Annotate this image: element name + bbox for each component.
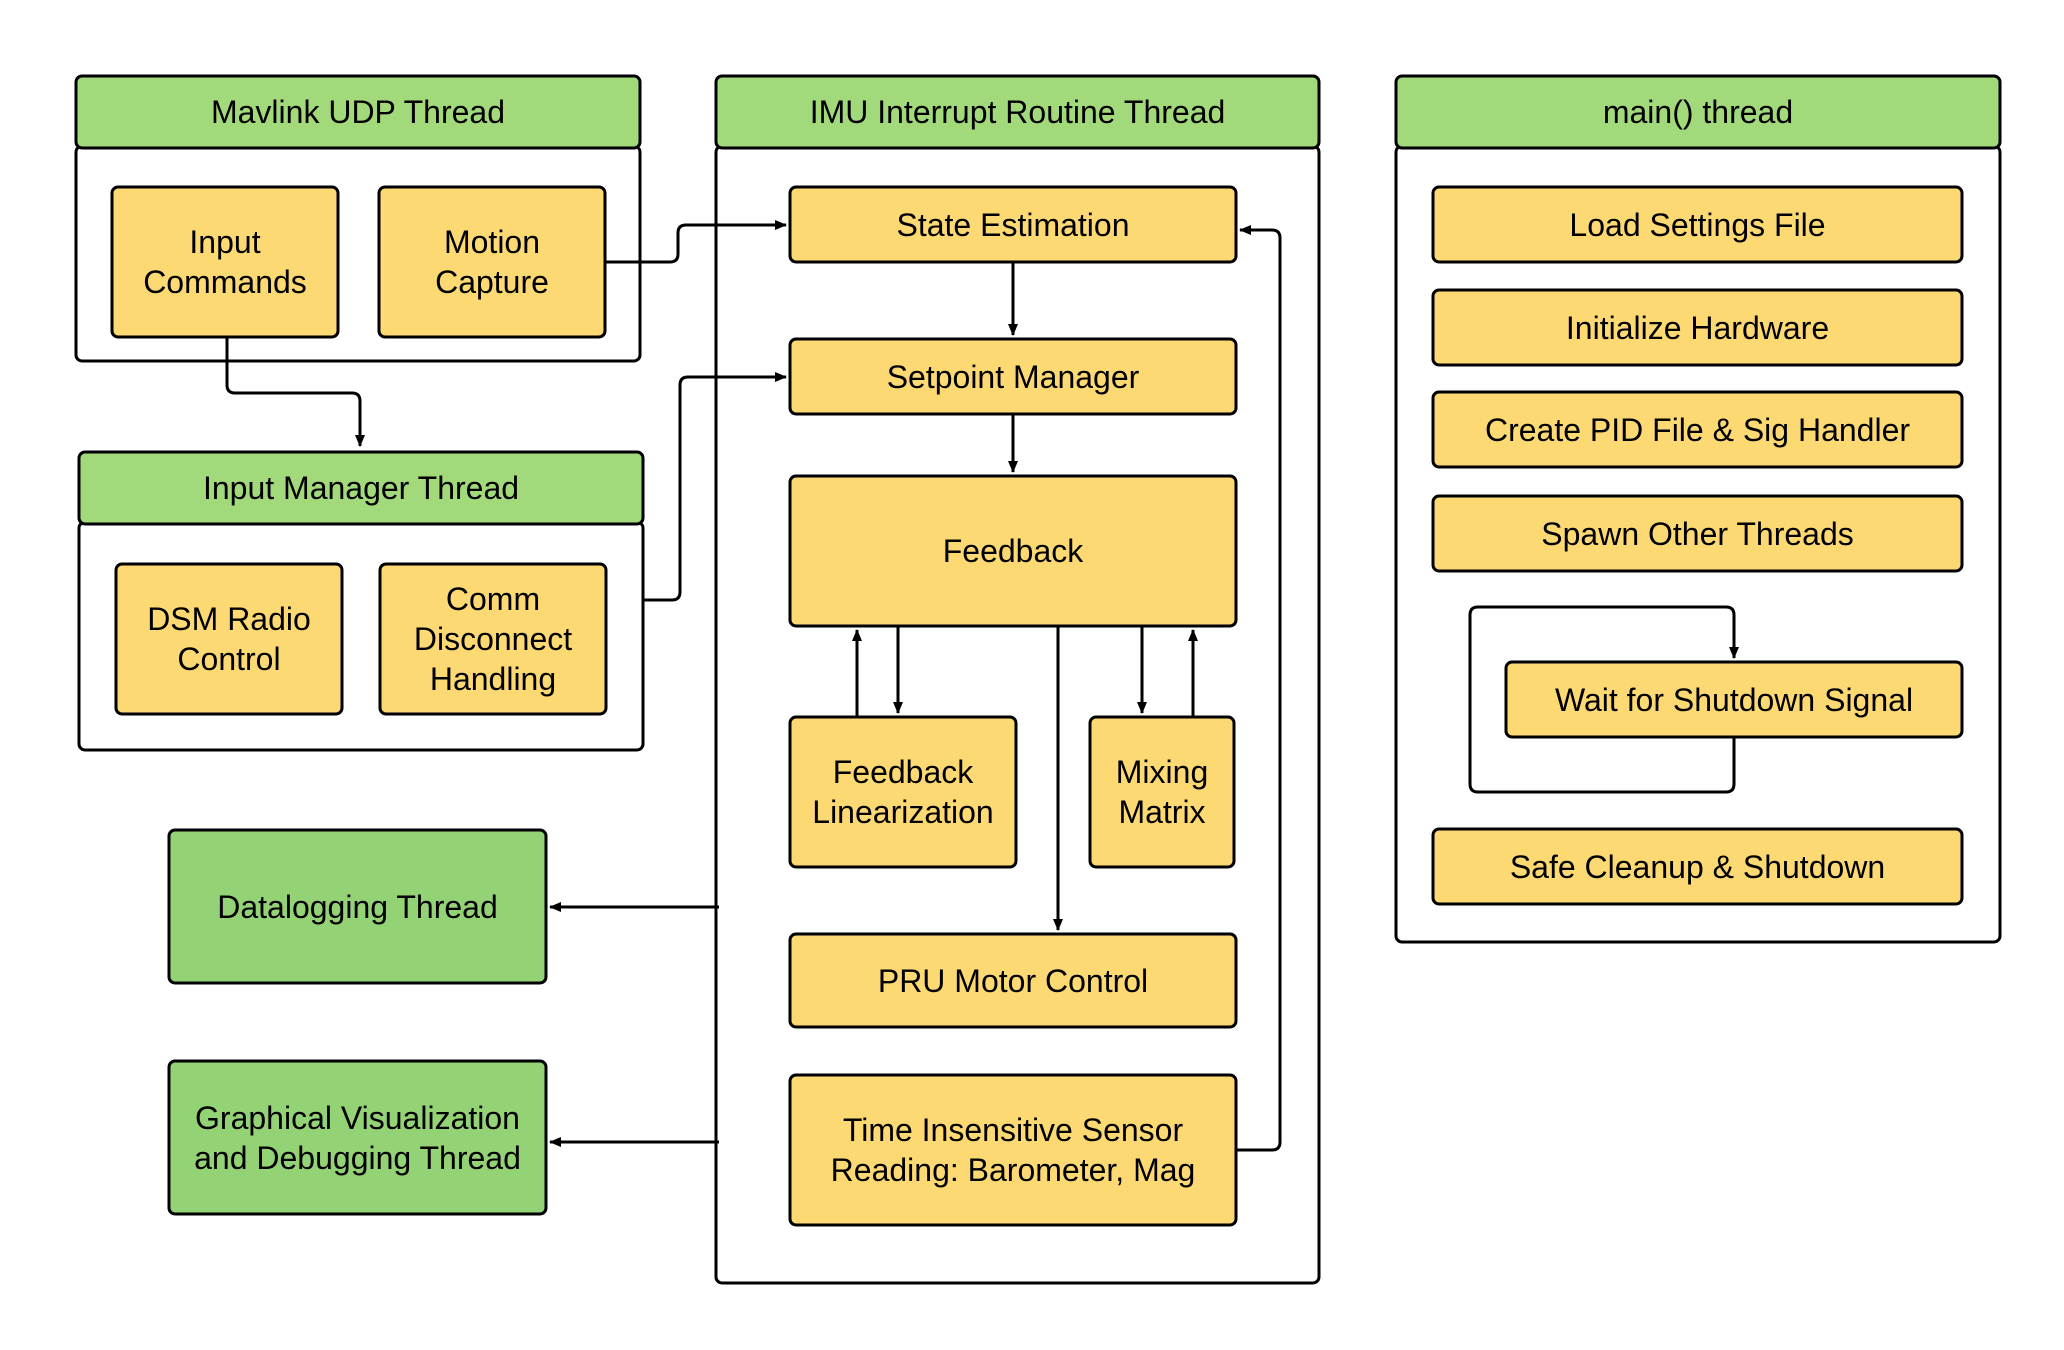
sensor-reading-box <box>788 1073 1238 1227</box>
imu-thread <box>714 74 1321 1285</box>
arrow-sensor-to-state-estimation <box>1236 225 1282 1152</box>
motion-capture-box <box>377 185 607 339</box>
safe-cleanup-box <box>1431 827 1964 906</box>
input-manager-header <box>77 450 645 526</box>
visualization-thread-box <box>167 1059 548 1216</box>
main-thread-header <box>1394 74 2002 150</box>
datalogging-thread-box <box>167 828 548 985</box>
create-pid-box <box>1431 390 1964 469</box>
wait-shutdown-box <box>1504 660 1964 739</box>
mixing-matrix-box <box>1088 715 1236 869</box>
dsm-radio-box <box>114 562 344 716</box>
feedback-linearization-box <box>788 715 1018 869</box>
initialize-hardware-box <box>1431 288 1964 367</box>
load-settings-box <box>1431 185 1964 264</box>
mavlink-thread <box>74 74 642 363</box>
input-commands-box <box>110 185 340 339</box>
input-manager-thread <box>77 450 645 752</box>
comm-disconnect-box <box>378 562 608 716</box>
spawn-threads-box <box>1431 494 1964 573</box>
imu-thread-header <box>714 74 1321 150</box>
main-thread <box>1394 74 2002 944</box>
arrow-wait-loop <box>1468 605 1739 794</box>
arrow-input-manager-to-setpoint-manager <box>643 372 787 602</box>
setpoint-manager-box <box>788 337 1238 416</box>
pru-motor-control-box <box>788 932 1238 1029</box>
arrow-motion-capture-to-state-estimation <box>605 220 787 264</box>
arrow-input-commands-to-input-manager <box>225 337 365 447</box>
state-estimation-box <box>788 185 1238 264</box>
feedback-box <box>788 474 1238 628</box>
mavlink-thread-header <box>74 74 642 150</box>
